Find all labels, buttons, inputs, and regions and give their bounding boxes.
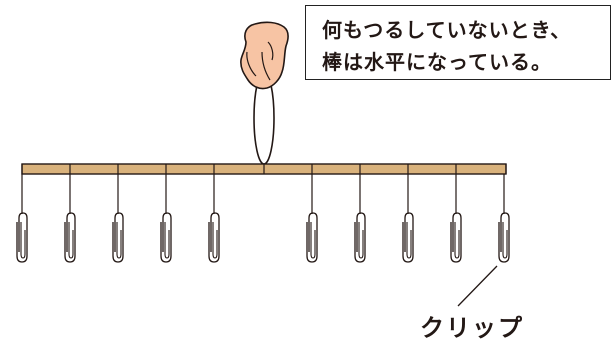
paper-clip-icon	[354, 174, 366, 263]
paper-clip-icon	[64, 174, 76, 263]
label-leader-line	[457, 265, 498, 307]
rod-ticks	[21, 164, 507, 174]
paper-clip-icon	[402, 174, 414, 263]
callout-box: 何もつるしていないとき、 棒は水平になっている。	[305, 5, 611, 80]
paper-clip-icon	[160, 174, 172, 263]
callout-line-1: 何もつるしていないとき、	[322, 18, 572, 42]
clips	[16, 174, 510, 263]
clip-label: クリップ	[420, 314, 524, 342]
paper-clip-icon	[112, 174, 124, 263]
paper-clip-icon	[450, 174, 462, 263]
paper-clip-icon	[16, 174, 28, 263]
callout-line-2: 棒は水平になっている。	[322, 50, 552, 74]
hand-icon	[240, 21, 289, 90]
paper-clip-icon	[208, 174, 220, 263]
paper-clip-icon	[498, 174, 510, 263]
paper-clip-icon	[306, 174, 318, 263]
